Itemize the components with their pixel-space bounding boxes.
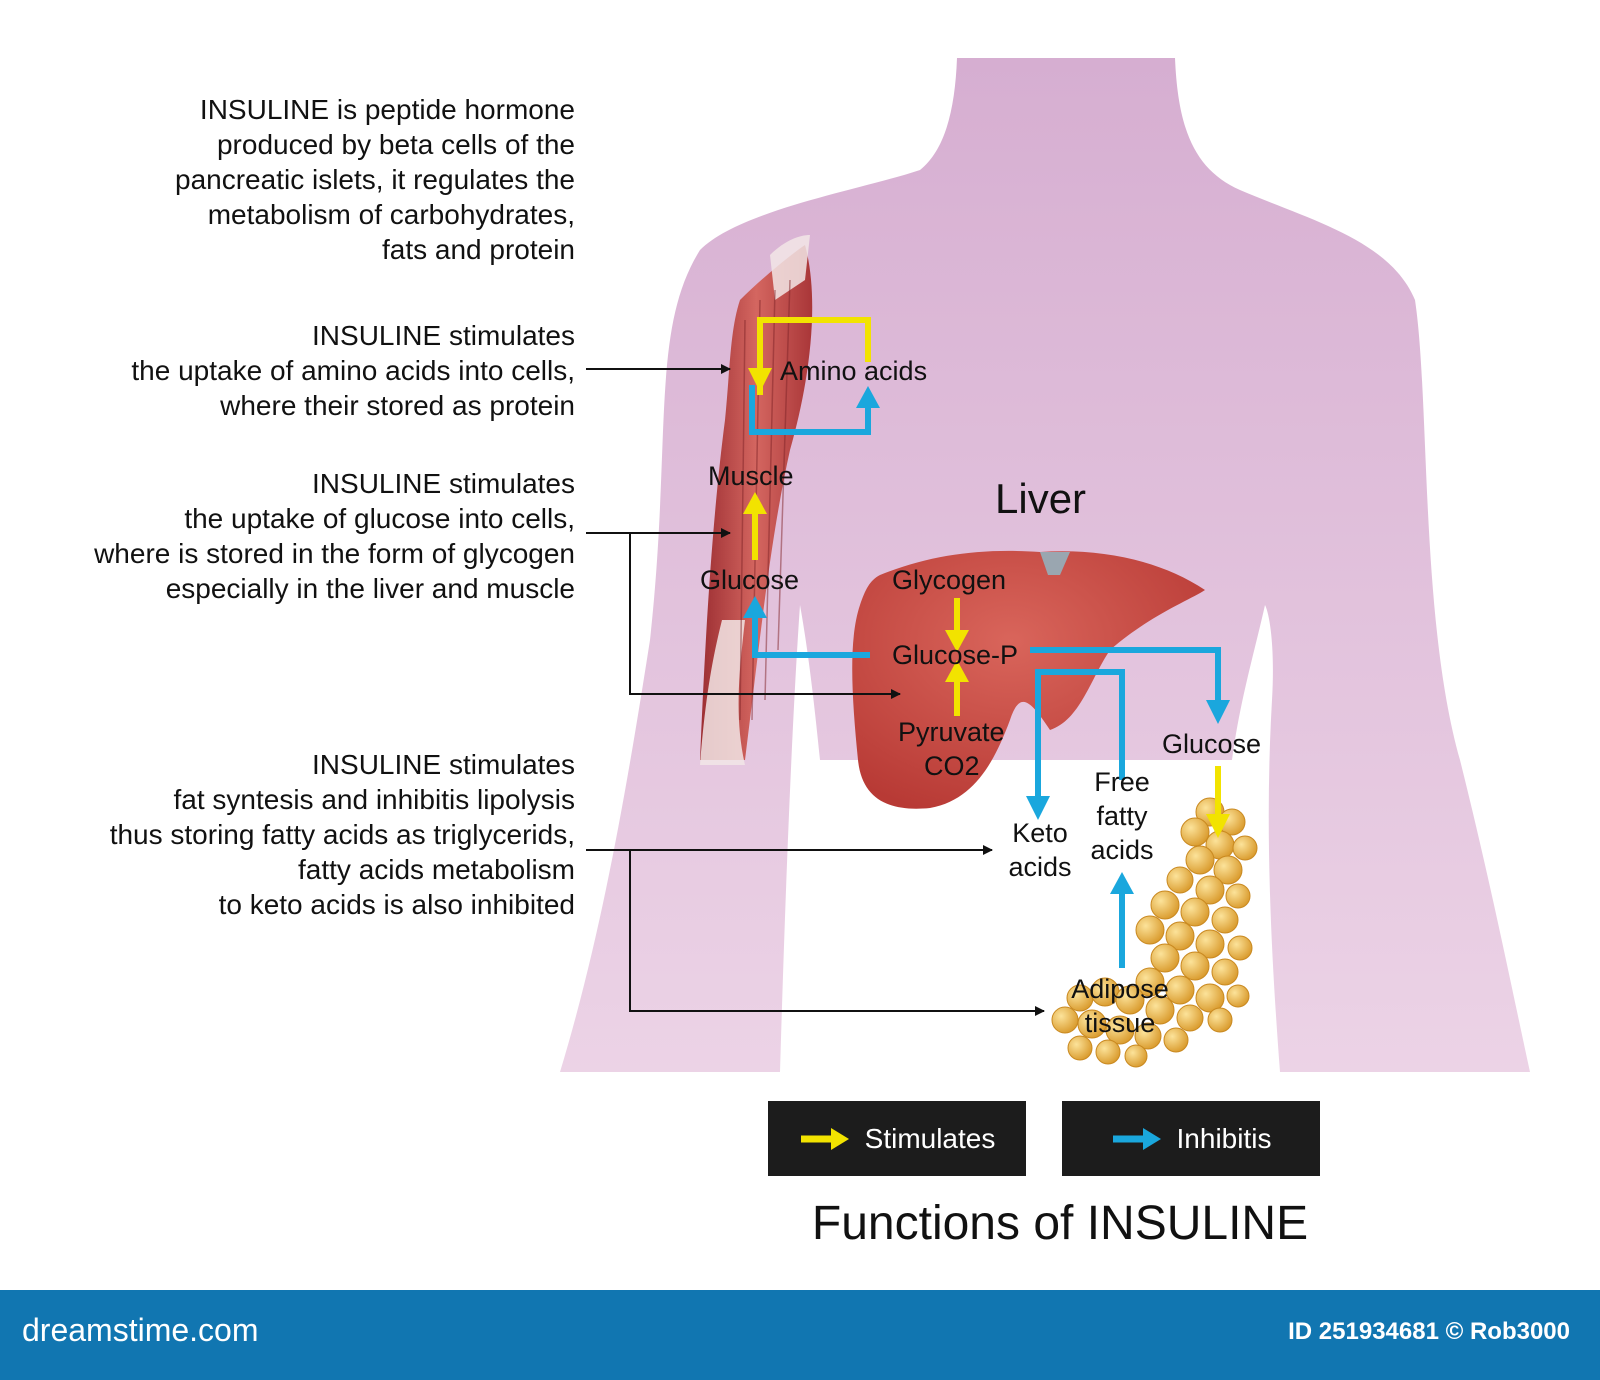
stimulate-arrows [752, 317, 1221, 820]
footer-bar: dreamstime.com ID 251934681 © Rob3000 [0, 1290, 1600, 1380]
glucose-p-to-glucose [1030, 647, 1221, 702]
free-fatty-acids-label: Free fatty acids [1090, 767, 1154, 865]
glycogen-label: Glycogen [892, 565, 1007, 595]
diagram-title: Functions of INSULINE [811, 1197, 1309, 1250]
legend-stimulates: Stimulates [768, 1101, 1026, 1176]
pointer-lines [586, 364, 1045, 1016]
amino-loop-blue [749, 385, 871, 435]
amino-acids-label: Amino acids [780, 356, 928, 386]
liver-illustration [852, 550, 1205, 809]
legend-inhibits: Inhibitis [1062, 1101, 1320, 1176]
pyruvate-label: Pyruvate [898, 717, 1005, 747]
intro-description: INSULINE is peptide hormone produced by … [175, 94, 575, 265]
fat-description: INSULINE stimulates fat syntesis and inh… [109, 749, 575, 920]
adipose-illustration [1051, 797, 1258, 1068]
amino-loop-yellow [757, 317, 871, 395]
yellow-arrow-icon [800, 1127, 849, 1150]
pointer-adipose [629, 850, 1045, 1016]
pointer-liver [629, 533, 901, 699]
co2-label: CO2 [924, 751, 980, 781]
stimulate-arrowheads [743, 368, 1230, 838]
right-glucose-label: Glucose [1162, 729, 1262, 759]
footer-brand[interactable]: dreamstime.com [22, 1312, 259, 1348]
legend-inhibits-label: Inhibitis [1176, 1122, 1272, 1154]
blue-arrow-icon [1112, 1127, 1161, 1150]
glucose-p-label: Glucose-P [892, 640, 1019, 670]
muscle-label: Muscle [708, 461, 794, 491]
insulin-diagram [560, 58, 1530, 1072]
inhibit-arrowheads [743, 386, 1230, 894]
glucose-p-to-muscle [752, 615, 870, 658]
legend-stimulates-label: Stimulates [864, 1122, 996, 1154]
glucose-description: INSULINE stimulates the uptake of glucos… [94, 468, 575, 604]
liver-label: Liver [995, 475, 1087, 522]
to-keto-acids [1035, 669, 1125, 800]
footer-image-id: ID 251934681 © Rob3000 [1288, 1318, 1570, 1345]
amino-acid-description: INSULINE stimulates the uptake of amino … [131, 320, 575, 421]
keto-acids-label: Keto acids [1008, 818, 1072, 882]
muscle-glucose-label: Glucose [700, 565, 800, 595]
adipose-tissue-label: Adipose tissue [1071, 974, 1169, 1038]
inhibit-arrows [749, 385, 1221, 968]
